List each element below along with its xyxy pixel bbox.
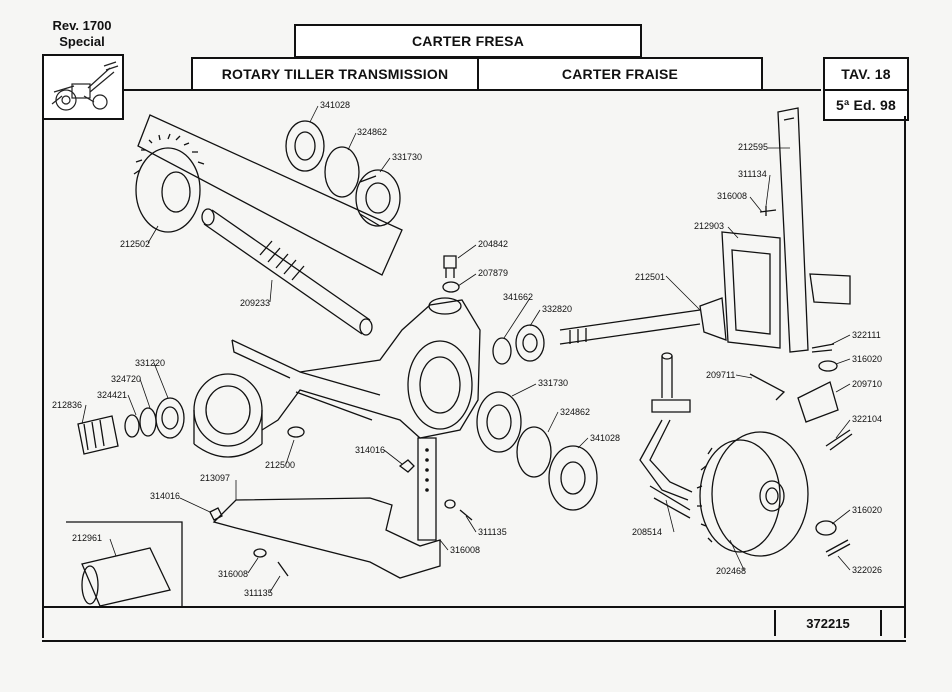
washer-316008-b: [253, 548, 267, 558]
part-label-212836: 212836: [52, 400, 82, 410]
frame-right-border: [904, 116, 906, 638]
right-bearing-stack: [476, 391, 598, 511]
part-label-208514: 208514: [632, 527, 662, 537]
gear-housing: [193, 297, 481, 458]
part-label-322111: 322111: [852, 330, 881, 340]
part-label-341028-right: 341028: [590, 433, 620, 443]
part-label-322026: 322026: [852, 565, 882, 575]
part-label-324421: 324421: [97, 390, 127, 400]
gasket: [721, 231, 781, 349]
part-label-331730-right: 331730: [538, 378, 568, 388]
arm-clamp: [809, 273, 851, 305]
part-label-212500: 212500: [265, 460, 295, 470]
crank-handle: [639, 352, 693, 519]
pin-322104: [825, 429, 853, 451]
part-label-331730-top: 331730: [392, 152, 422, 162]
left-bearing-stack: [77, 397, 185, 455]
part-label-332820: 332820: [542, 304, 572, 314]
part-label-212961: 212961: [72, 533, 102, 543]
part-label-322104: 322104: [852, 414, 882, 424]
output-shaft: [559, 297, 727, 345]
input-shaft: [201, 208, 373, 336]
part-label-213097: 213097: [200, 473, 230, 483]
part-label-212595: 212595: [738, 142, 768, 152]
title-english: ROTARY TILLER TRANSMISSION: [191, 57, 479, 91]
footer-bar: [42, 606, 906, 642]
part-label-324862-top: 324862: [357, 127, 387, 137]
pin-322026: [825, 539, 851, 557]
small-bolt-311134: [759, 206, 777, 216]
depth-bar-holes: [425, 448, 429, 492]
part-label-324862-right: 324862: [560, 407, 590, 417]
nut-314016-a: [398, 459, 415, 473]
part-label-316008-plate: 316008: [218, 569, 248, 579]
part-label-212903: 212903: [694, 221, 724, 231]
seal-pinion: [492, 337, 512, 365]
part-label-314016-bar: 314016: [355, 445, 385, 455]
clip-pin-322111: [811, 343, 835, 353]
bearing-top: [355, 169, 401, 227]
part-label-316020-arm: 316020: [852, 354, 882, 364]
part-label-212502: 212502: [120, 239, 150, 249]
bolt-311135-a: [459, 509, 473, 521]
plug-washer: [442, 281, 460, 293]
gear-group-outline: [137, 114, 403, 276]
part-label-316008-arm: 316008: [717, 191, 747, 201]
part-label-341028-top: 341028: [320, 100, 350, 110]
part-label-204842: 204842: [478, 239, 508, 249]
hex-key-209711: [749, 373, 786, 401]
bracket-209710: [797, 381, 839, 423]
nut-314016-b: [209, 507, 223, 521]
seal-top: [285, 120, 325, 172]
part-label-311135-plate: 311135: [244, 588, 273, 598]
title-italian: CARTER FRESA: [294, 24, 642, 58]
part-label-209711: 209711: [706, 370, 735, 380]
washer-316008-a: [444, 499, 456, 509]
washer-wheel: [815, 520, 837, 536]
bearing-pinion: [515, 324, 545, 362]
part-label-209233: 209233: [240, 298, 270, 308]
part-label-207879: 207879: [478, 268, 508, 278]
bevel-gear: [133, 133, 205, 233]
part-label-314016-plate: 314016: [150, 491, 180, 501]
frame-left-border: [42, 116, 44, 638]
edition-label: 5ª Ed. 98: [823, 89, 909, 121]
part-label-202468: 202468: [716, 566, 746, 576]
part-label-324720: 324720: [111, 374, 141, 384]
bracket-arm: [777, 107, 809, 353]
part-label-209710: 209710: [852, 379, 882, 389]
model-line: Special: [59, 34, 105, 49]
revision-label: Rev. 1700 Special: [40, 18, 124, 50]
part-label-341662: 341662: [503, 292, 533, 302]
part-label-316020-wheel: 316020: [852, 505, 882, 515]
drawing-code: 372215: [774, 610, 882, 636]
revision-line: Rev. 1700: [52, 18, 112, 33]
sleeve-212961: [81, 547, 171, 607]
wheel: [696, 431, 809, 557]
part-label-311134: 311134: [738, 169, 767, 179]
callout-leaders: [81, 105, 851, 593]
circlip-top: [324, 146, 360, 198]
washer-316020: [818, 360, 838, 372]
plug-bolt: [443, 255, 457, 278]
shield-plate: [212, 497, 441, 579]
frame-top-rule: [124, 89, 821, 91]
bolt-311135-b: [277, 561, 289, 577]
part-label-212501: 212501: [635, 272, 665, 282]
tiller-thumbnail-illustration: [51, 61, 119, 111]
part-label-316008-bar: 316008: [450, 545, 480, 555]
table-number: TAV. 18: [823, 57, 909, 91]
machine-thumbnail: [42, 54, 124, 120]
part-label-331220: 331220: [135, 358, 165, 368]
depth-bar: [417, 437, 437, 541]
part-label-311135-bar: 311135: [478, 527, 507, 537]
inset-box-outline: [66, 521, 183, 606]
title-french: CARTER FRAISE: [477, 57, 763, 91]
